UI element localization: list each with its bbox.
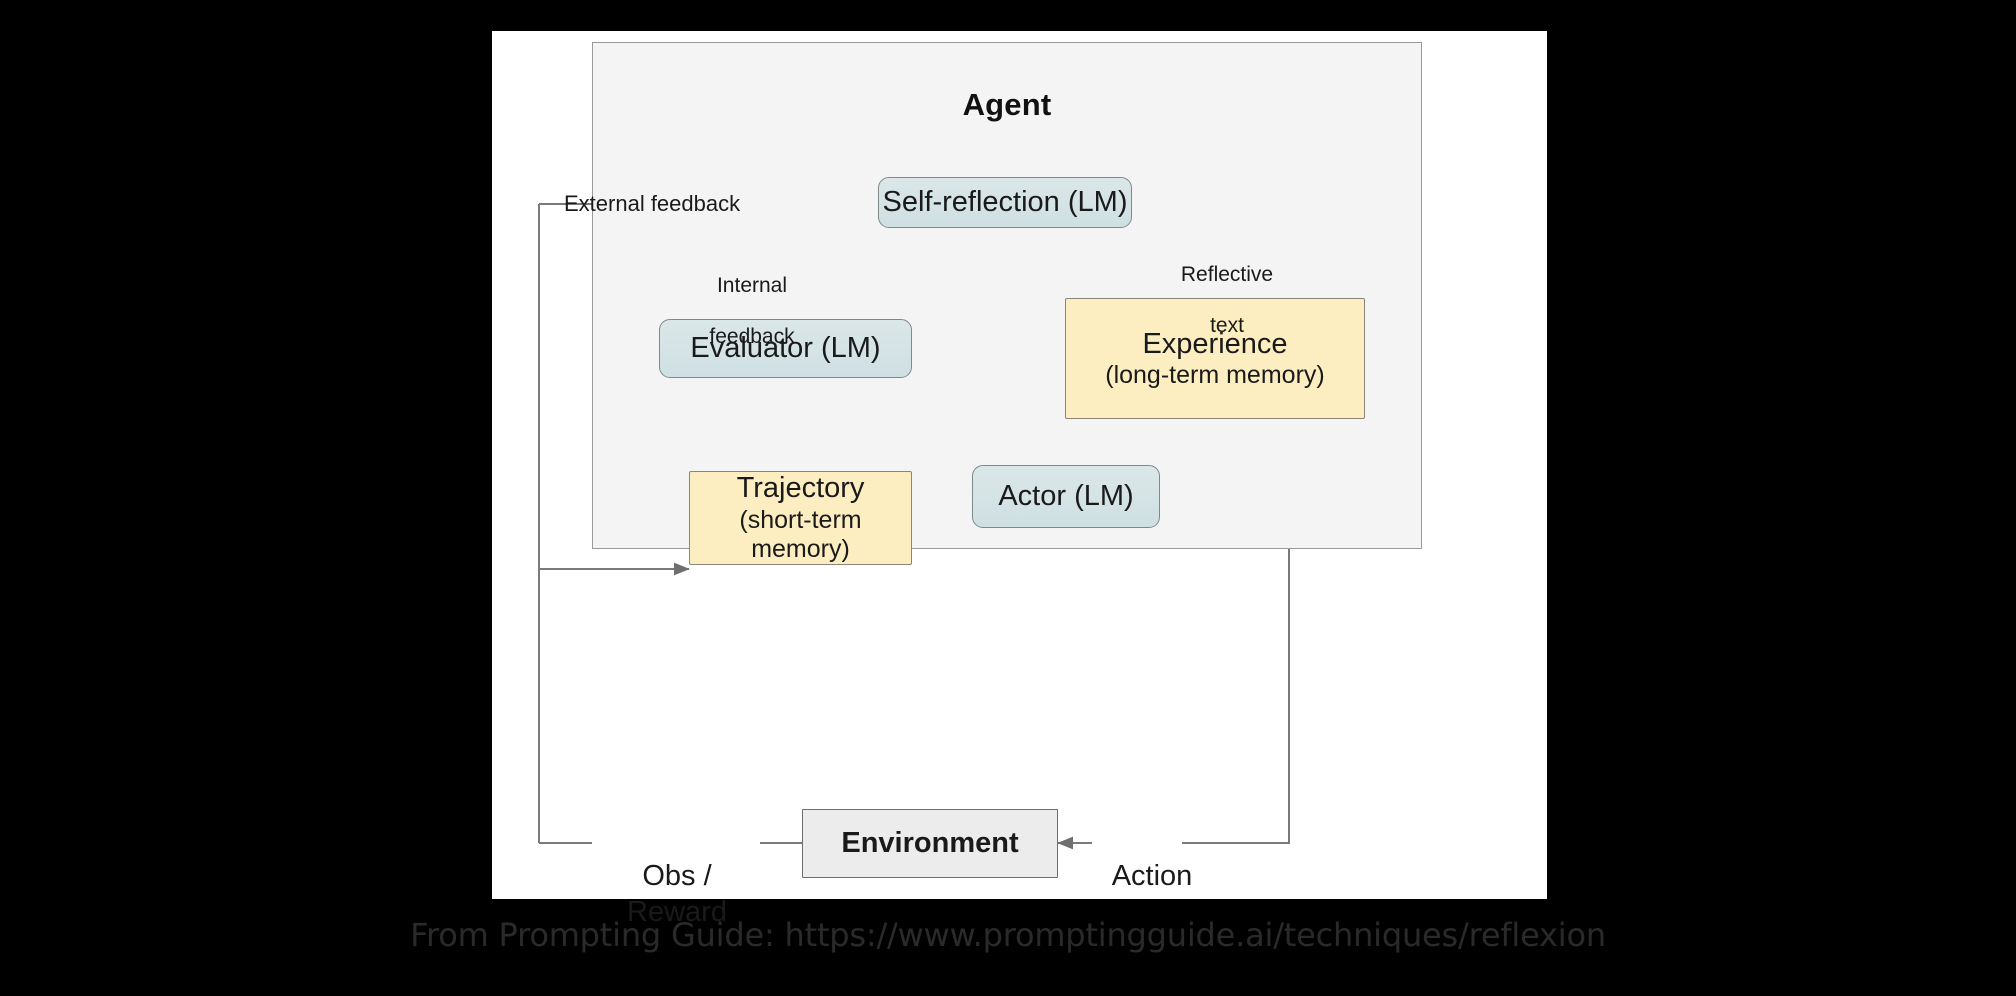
node-trajectory-title: Trajectory <box>736 472 865 505</box>
node-environment[interactable]: Environment <box>802 809 1058 878</box>
action-bus-line <box>1160 537 1290 844</box>
node-experience-title: Experience <box>1142 327 1288 360</box>
slide-card: Agent Self-reflection (LM) Evaluator (LM… <box>492 31 1547 928</box>
label-external-feedback: External feedback <box>564 190 741 216</box>
agent-panel <box>592 42 1422 549</box>
node-experience-subtitle: (long-term memory) <box>1105 360 1325 389</box>
node-trajectory-subtitle: (short-term memory) <box>739 505 862 564</box>
node-environment-label: Environment <box>841 827 1019 860</box>
reflexion-diagram: Agent Self-reflection (LM) Evaluator (LM… <box>492 31 1547 928</box>
label-obs-reward: Obs / Reward <box>627 860 727 928</box>
node-trajectory[interactable]: Trajectory (short-term memory) <box>689 471 912 565</box>
label-reflective-text: Reflective text <box>1180 262 1274 337</box>
source-caption: From Prompting Guide: https://www.prompt… <box>410 916 1606 954</box>
label-internal-feedback: Internal feedback <box>709 273 795 348</box>
node-self-reflection[interactable]: Self-reflection (LM) <box>878 177 1132 228</box>
label-action: Action <box>1111 860 1193 893</box>
node-experience[interactable]: Experience (long-term memory) <box>1065 298 1365 419</box>
node-actor-label: Actor (LM) <box>998 480 1134 513</box>
node-evaluator-label: Evaluator (LM) <box>690 332 881 365</box>
node-actor[interactable]: Actor (LM) <box>972 465 1160 528</box>
agent-panel-title: Agent <box>962 87 1052 122</box>
node-evaluator[interactable]: Evaluator (LM) <box>659 319 912 378</box>
node-self-reflection-label: Self-reflection (LM) <box>882 186 1128 219</box>
